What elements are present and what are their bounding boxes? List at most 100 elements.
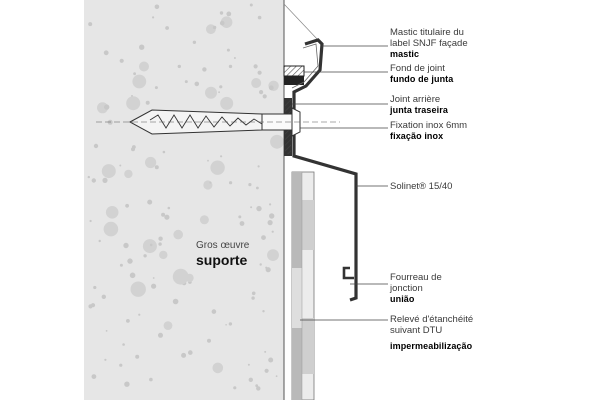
label-joint-fr: Joint arrière [390, 94, 441, 105]
aggregate-dot [264, 368, 269, 373]
aggregate-dot [256, 205, 262, 212]
leader-lines [292, 45, 388, 321]
aggregate-dot [172, 298, 179, 305]
aggregate-dot [181, 352, 187, 358]
aggregate-dot [125, 203, 129, 208]
aggregate-dot [89, 219, 92, 223]
aggregate-dot [119, 58, 124, 63]
aggregate-dot [229, 181, 233, 185]
aggregate-dot [226, 11, 232, 17]
aggregate-dot [184, 80, 188, 84]
aggregate-dot [257, 165, 260, 168]
aggregate-dot [172, 268, 189, 285]
aggregate-dot [265, 267, 271, 273]
aggregate-dot [251, 296, 255, 300]
label-fourreau-fr-1: Fourreau de [390, 272, 442, 283]
aggregate-dot [209, 181, 212, 184]
label-joint-pt: junta traseira [390, 105, 448, 115]
aggregate-dot [139, 61, 149, 72]
aggregate-dot [87, 175, 91, 179]
aggregate-dot [267, 220, 273, 226]
aggregate-dot [194, 81, 200, 87]
aggregate-dot [145, 100, 150, 105]
label-fixation-fr: Fixation inox 6mm [390, 120, 468, 131]
aggregate-dot [122, 343, 125, 346]
aggregate-dot [257, 70, 262, 75]
aggregate-dot [226, 48, 230, 52]
aggregate-dot [207, 338, 211, 343]
aggregate-dot [251, 78, 262, 88]
aggregate-dot [159, 250, 168, 260]
aggregate-dot [206, 24, 216, 35]
aggregate-dot [152, 16, 155, 19]
label-mastic-fr-2: label SNJF façade [390, 38, 468, 49]
aggregate-dot [203, 180, 213, 190]
aggregate-dot [102, 177, 108, 183]
aggregate-dot [233, 57, 236, 59]
aggregate-dot [202, 67, 207, 72]
label-releve-fr-1: Relevé d'étanchéité [390, 314, 474, 325]
aggregate-dot [269, 213, 275, 219]
aggregate-dot [185, 273, 194, 283]
concrete-aggregates [87, 3, 284, 391]
aggregate-dot [149, 243, 153, 247]
label-mastic: Mastic titulaire du label SNJF façade ma… [390, 27, 468, 60]
aggregate-dot [119, 363, 123, 367]
aggregate-dot [135, 354, 140, 359]
aggregate-dot [126, 319, 130, 323]
aggregate-dot [192, 40, 197, 44]
aggregate-dot [123, 242, 129, 249]
aggregate-dot [219, 11, 224, 15]
aggregate-dot [220, 96, 234, 110]
aggregate-dot [269, 203, 272, 206]
aggregate-dot [268, 357, 274, 363]
aggregate-dot [205, 86, 217, 99]
label-fond: Fond de joint fundo de junta [390, 63, 453, 85]
aggregate-dot [154, 165, 159, 170]
aggregate-dot [257, 15, 262, 20]
aggregate-dot [132, 74, 147, 89]
aggregate-dot [88, 22, 93, 27]
label-solinet: Solinet® 15/40 [390, 181, 452, 192]
aggregate-dot [145, 156, 157, 169]
aggregate-dot [130, 281, 146, 297]
aggregate-dot [271, 230, 274, 233]
aggregate-dot [248, 183, 252, 187]
label-fond-fr: Fond de joint [390, 63, 445, 74]
aggregate-dot [103, 221, 119, 237]
aggregate-dot [104, 104, 110, 110]
label-fourreau: Fourreau de jonction união [390, 272, 442, 305]
aggregate-dot [158, 332, 163, 338]
aggregate-dot [161, 212, 166, 217]
label-releve-pt: impermeabilização [390, 341, 473, 351]
aggregate-dot [133, 72, 137, 76]
aggregate-dot [211, 309, 217, 314]
aggregate-dot [129, 272, 136, 279]
aggregate-dot [139, 44, 145, 50]
aggregate-dot [219, 85, 223, 89]
solinet-profile [292, 38, 358, 302]
aggregate-dot [98, 239, 101, 243]
aggregate-dot [126, 96, 141, 111]
aggregate-dot [105, 330, 108, 332]
aggregate-dot [220, 16, 233, 29]
aggregate-dot [262, 94, 267, 99]
aggregate-dot [93, 143, 99, 149]
aggregate-dot [101, 294, 107, 299]
aggregate-dot [210, 160, 225, 175]
aggregate-dot [177, 64, 181, 69]
aggregate-dot [154, 4, 160, 10]
aggregate-dot [105, 206, 119, 219]
label-fixation-pt: fixação inox [390, 131, 444, 141]
aggregate-dot [152, 277, 155, 279]
aggregate-dot [270, 134, 284, 149]
aggregate-dot [188, 350, 193, 355]
aggregate-dot [239, 221, 245, 226]
aggregate-dot [253, 64, 258, 69]
aggregate-dot [248, 377, 253, 382]
aggregate-dot [104, 358, 107, 361]
aggregate-dot [124, 381, 130, 387]
aggregate-dot [154, 86, 158, 90]
aggregate-dot [259, 90, 264, 95]
